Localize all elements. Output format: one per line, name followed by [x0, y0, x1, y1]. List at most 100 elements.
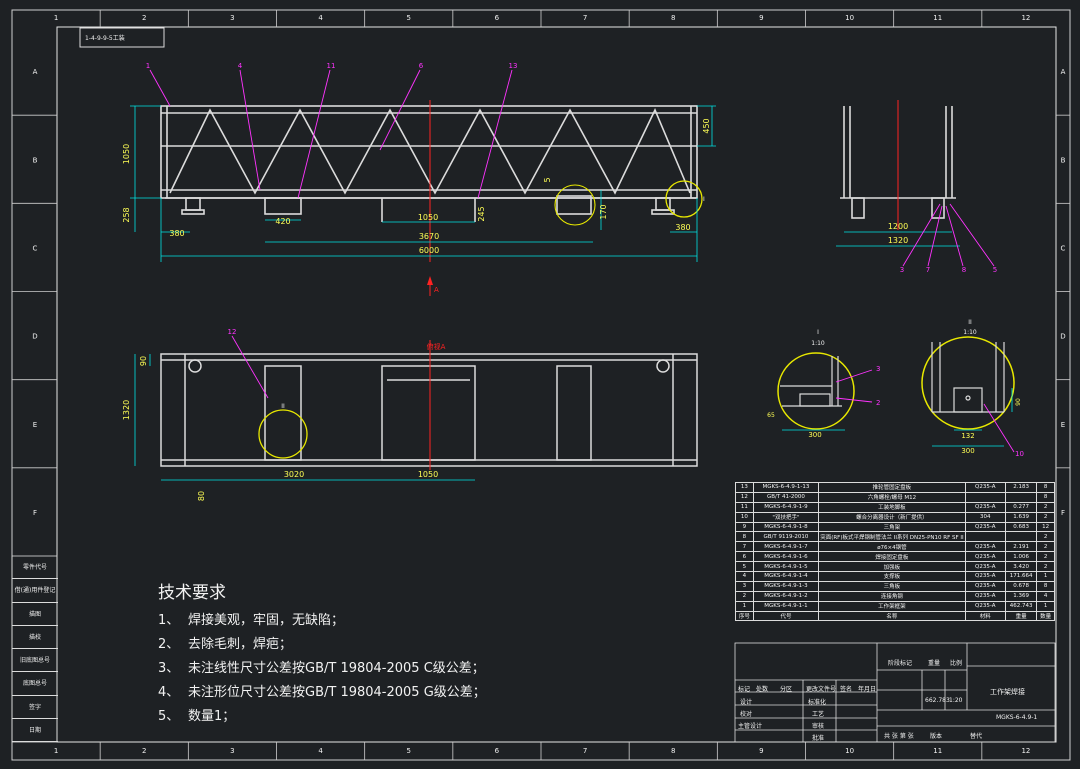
detail-i-marker	[665, 180, 703, 218]
tech-item: 5、数量1；	[158, 709, 236, 724]
bom-cell: 焊接固定盘板	[818, 551, 966, 563]
bom-cell: 9	[735, 521, 754, 533]
view-arrow	[427, 276, 433, 285]
border-number-top: 5	[407, 14, 411, 22]
tech-title: 技术要求	[158, 583, 226, 603]
balloon-plan-12: 12	[228, 328, 237, 336]
bom-header-row: 序号代号名称材料重量数量	[735, 610, 1055, 622]
balloon-11: 11	[327, 62, 336, 70]
border-number-top: 9	[759, 14, 763, 22]
side-label: 签字	[12, 696, 58, 719]
bom-cell: 推轮管固定盘板	[818, 482, 966, 493]
view-title-box	[79, 27, 165, 48]
border-number-top: 7	[583, 14, 587, 22]
front-view	[160, 105, 698, 222]
bom-cell: 支撑板	[818, 571, 966, 582]
technical-requirements: 技术要求 1、焊接美观，牢固，无缺陷； 2、去除毛刺，焊疤； 3、未注线性尺寸公…	[158, 578, 486, 729]
bom-cell: 304	[964, 511, 1006, 523]
tb-change-doc: 更改文件号	[806, 686, 837, 693]
bom-cell: 3	[735, 580, 754, 592]
border-number-bottom: 8	[671, 747, 675, 755]
border-number-top: 11	[933, 14, 942, 22]
bom-cell: 螺合分离器设计（新厂提供）	[818, 511, 966, 523]
bom-cell: 材料	[964, 610, 1006, 622]
bom-cell: 加强板	[818, 561, 966, 573]
tb-approve: 批准	[812, 735, 825, 742]
border-number-bottom: 2	[142, 747, 146, 755]
balloon-d1-2: 2	[876, 399, 880, 407]
balloon-d2-10: 10	[1015, 450, 1024, 458]
border-number-top: 4	[318, 14, 323, 22]
dim-plan-span: 3020	[284, 470, 304, 479]
dim-base-height: 258	[122, 207, 131, 222]
dim-d2-width: 300	[961, 447, 974, 455]
bom-cell	[964, 531, 1006, 543]
dim-plan-width: 1320	[122, 400, 131, 420]
dim-small: 5	[543, 177, 552, 182]
tb-count: 处数	[756, 686, 769, 693]
dim-frame-height: 1050	[122, 144, 131, 164]
bom-cell: 2.191	[1004, 541, 1038, 553]
tech-item: 3、未注线性尺寸公差按GB/T 19804-2005 C级公差；	[158, 661, 485, 676]
tb-name: 工作架焊接	[990, 688, 1025, 696]
detail-i-marker-label: I	[703, 196, 705, 203]
bom-cell: Q235-A	[964, 571, 1006, 582]
side-view	[840, 106, 956, 219]
bom-cell: 0.277	[1004, 501, 1038, 513]
bom-cell: 1	[1036, 571, 1055, 582]
bom-cell: 3.420	[1004, 561, 1038, 573]
bom-cell: 2	[1036, 541, 1055, 553]
bom-cell: 2	[1036, 511, 1055, 523]
tb-date: 年月日	[858, 686, 877, 693]
detail-i-scale: 1:10	[811, 340, 825, 347]
tb-sign: 签名	[840, 686, 853, 693]
bom-cell: 5	[735, 561, 754, 573]
bom-cell: 三角架	[818, 521, 966, 533]
bom-cell: 462.743	[1004, 600, 1038, 612]
bom-cell: 0.683	[1004, 521, 1038, 533]
border-letter-left: F	[33, 509, 37, 517]
bom-cell: ø76×4钢管	[818, 541, 966, 553]
border-letter-left: D	[32, 333, 37, 341]
bom-cell: 突面(RF)板式平焊钢制管法兰 II系列 DN25-PN10 RF SF II	[818, 531, 966, 543]
detail-ii-marker	[258, 409, 308, 459]
bom-cell: 数量	[1036, 610, 1055, 622]
border-number-top: 12	[1021, 14, 1030, 22]
bom-cell	[964, 491, 1006, 503]
inner-frame	[56, 26, 1057, 743]
dim-side-outer: 1320	[888, 236, 908, 245]
bom-cell: 1.006	[1004, 551, 1038, 563]
border-letter-right: A	[1061, 68, 1066, 76]
bom-cell: 8	[1036, 491, 1055, 503]
tb-chief: 主管设计	[738, 723, 763, 730]
tb-scale: 比例	[950, 660, 963, 667]
bom-cell: 2.183	[1004, 482, 1038, 493]
dim-d1-small: 65	[767, 412, 775, 419]
border-number-bottom: 3	[230, 747, 234, 755]
border-letter-left: A	[33, 68, 38, 76]
border-number-top: 8	[671, 14, 675, 22]
border-number-top: 10	[845, 14, 854, 22]
tb-zone: 分区	[780, 686, 793, 693]
bom-cell: MGKS-6-4.9-1-1	[752, 600, 820, 612]
border-number-bottom: 7	[583, 747, 587, 755]
bom-cell: 2	[1036, 561, 1055, 573]
bom-cell: 6	[735, 551, 754, 563]
bom-cell: 1.639	[1004, 511, 1038, 523]
bom-cell: 13	[735, 482, 754, 493]
border-number-top: 1	[54, 14, 58, 22]
dim-overall-length: 6000	[419, 246, 439, 255]
tech-item: 2、去除毛刺，焊疤；	[158, 637, 293, 652]
bom-cell: 代号	[752, 610, 820, 622]
